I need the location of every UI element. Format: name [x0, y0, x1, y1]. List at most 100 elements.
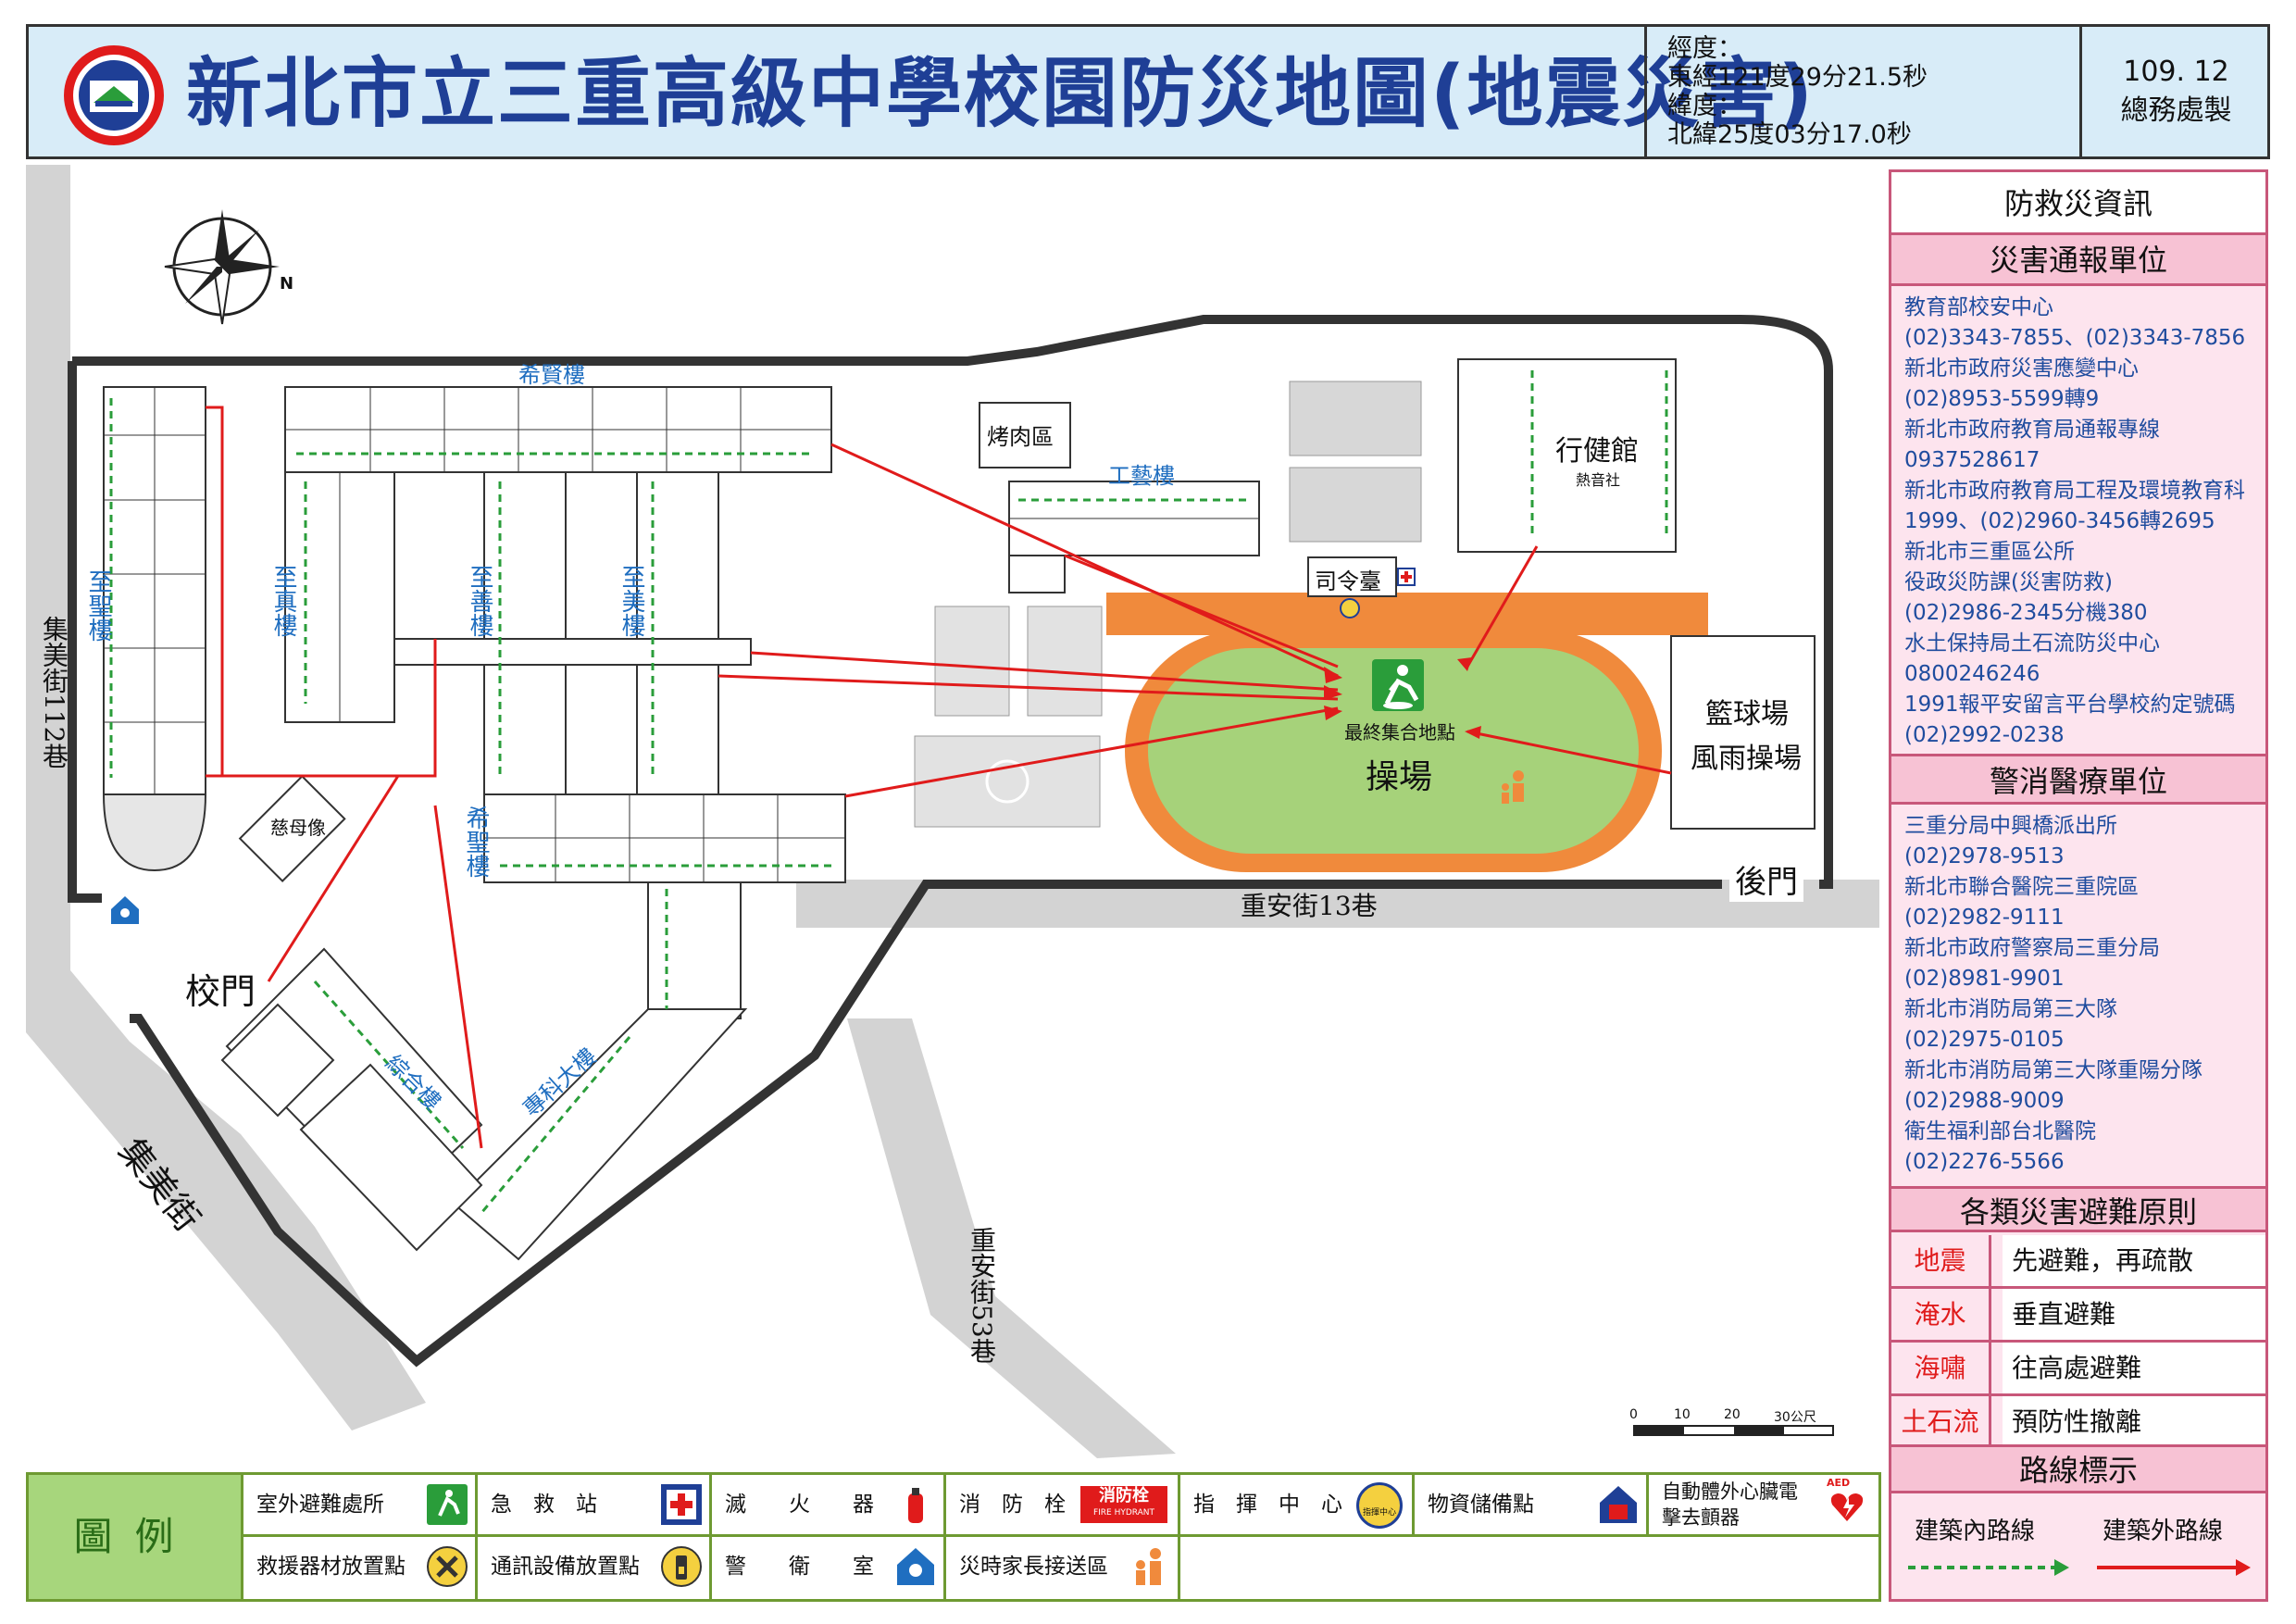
legend-label: 自動體外心臟電擊去顫器: [1662, 1480, 1798, 1529]
legend-communication: 通訊設備放置點: [478, 1537, 712, 1599]
rule-row-tsunami: 海嘯 往高處避難: [1891, 1343, 2265, 1396]
supply-storage-icon: [1600, 1486, 1637, 1523]
contact-line: 新北市消防局第三大隊: [1904, 997, 2117, 1021]
contact-line: 教育部校安中心: [1904, 295, 2053, 319]
hydrant-text-en: FIRE HYDRANT: [1092, 1508, 1155, 1518]
parent-pickup-icon: [1136, 1548, 1161, 1585]
contact-line: 三重分局中興橋派出所: [1904, 814, 2117, 838]
corridor: [393, 638, 752, 666]
rain-court-label: 風雨操場: [1691, 743, 1802, 775]
block-900: [483, 664, 567, 795]
longitude-label: 經度：: [1667, 34, 1742, 63]
route-arrowheads: [1324, 657, 1481, 739]
author-label: 總務處製: [2120, 94, 2232, 127]
route-samples: [1908, 1559, 2251, 1576]
first-aid-icon: [1397, 568, 1416, 586]
info-panel: 防救災資訊 災害通報單位 教育部校安中心 (02)3343-7855、(02)3…: [1889, 169, 2268, 1470]
building-label-zhimei: 至美樓: [618, 565, 645, 637]
bbq-label: 烤肉區: [987, 424, 1054, 450]
contact-line: 新北市政府教育局通報專線: [1904, 418, 2160, 442]
rule-row-flood: 淹水 垂直避難: [1891, 1289, 2265, 1343]
legend-label: 通訊設備放置點: [491, 1555, 640, 1579]
compass-icon: [164, 209, 280, 325]
building-label-zhisheng: 至聖樓: [84, 569, 112, 642]
rescue-tools-icon: [427, 1546, 468, 1587]
legend-first-aid: 急 救 站: [478, 1475, 712, 1537]
contact-line: 新北市三重區公所: [1904, 540, 2075, 564]
legend-label: 室外避難處所: [256, 1493, 384, 1517]
rule-value: 垂直避難: [2003, 1289, 2265, 1340]
contact-line: 1991報平安留言平台學校約定號碼: [1904, 693, 2236, 717]
guard-house-icon: [897, 1548, 934, 1585]
building-label-zhishan: 至善樓: [466, 565, 493, 637]
north-label: N: [280, 274, 294, 294]
running-track: [1106, 593, 1708, 872]
page-title: 新北市立三重高級中學校園防災地圖(地震災害): [186, 50, 1815, 138]
building-label-zhizhen: 至真樓: [269, 565, 297, 637]
aed-icon: [1830, 1493, 1864, 1521]
legend-label: 災時家長接送區: [959, 1555, 1108, 1579]
contact-line: (02)2978-9513: [1904, 844, 2065, 868]
building-label-gongyi: 工藝樓: [1108, 463, 1175, 489]
contact-line: 1999、(02)2960-3456轉2695: [1904, 509, 2215, 533]
radio-icon: [661, 1546, 702, 1587]
contact-line: 新北市聯合醫院三重院區: [1904, 875, 2139, 899]
outdoor-routes: [206, 406, 1672, 1149]
contact-line: (02)2992-0238: [1904, 723, 2065, 747]
rule-value: 預防性撤離: [2003, 1396, 2265, 1447]
basketball-label: 籃球場: [1705, 698, 1789, 731]
latitude-value: 北緯25度03分17.0秒: [1667, 120, 1912, 149]
contact-line: (02)2986-2345分機380: [1904, 601, 2148, 625]
contact-line: 新北市政府警察局三重分局: [1904, 936, 2160, 960]
family-pickup-icon: [1502, 770, 1524, 804]
contact-line: (02)8981-9901: [1904, 967, 2065, 991]
rule-value: 先避難，再疏散: [2003, 1235, 2265, 1286]
rule-row-earthquake: 地震 先避難，再疏散: [1891, 1235, 2265, 1289]
legend-label: 指 揮 中 心: [1193, 1493, 1342, 1517]
contact-line: (02)2276-5566: [1904, 1150, 2065, 1174]
school-logo: [64, 45, 164, 145]
contact-line: 水土保持局土石流防災中心: [1904, 631, 2160, 656]
legend-label: 滅 火 器: [725, 1493, 874, 1517]
building-zhuanke: [452, 1008, 748, 1261]
scale-bar: [1633, 1425, 1834, 1436]
legend-empty: [1180, 1537, 1878, 1599]
scale-tick-10: 10: [1674, 1407, 1691, 1422]
rule-key: 地震: [1891, 1235, 1991, 1286]
building-zhimei: [636, 471, 719, 640]
road-jimei: [26, 970, 426, 1430]
tennis-courts: [914, 381, 1422, 828]
command-center-icon: 指揮中心: [1356, 1482, 1403, 1529]
command-center-icon: [1340, 598, 1360, 618]
longitude-value: 東經121度29分21.5秒: [1667, 63, 1928, 92]
section-emergency-units: 警消醫療單位: [1891, 754, 2265, 805]
legend-label: 救援器材放置點: [256, 1555, 406, 1579]
assembly-label: 最終集合地點: [1344, 721, 1455, 743]
back-gate-label: 後門: [1729, 856, 1803, 902]
contact-line: 0937528617: [1904, 448, 2040, 472]
legend-command-center: 指 揮 中 心 指揮中心: [1180, 1475, 1415, 1537]
campus-wall-south: [130, 880, 1722, 1368]
command-stage: [1307, 556, 1397, 597]
hydrant-icon: 消防栓 FIRE HYDRANT: [1080, 1486, 1167, 1523]
legend-extinguisher: 滅 火 器: [712, 1475, 946, 1537]
section-route-legend: 路線標示: [1891, 1447, 2265, 1493]
contact-line: 新北市消防局第三大隊重陽分隊: [1904, 1058, 2202, 1082]
credit-box: 109. 12 總務處製: [2079, 27, 2270, 156]
route-legend: 路線標示 建築內路線 建築外路線: [1889, 1444, 2268, 1602]
header: 新北市立三重高級中學校園防災地圖(地震災害) 經度： 東經121度29分21.5…: [26, 24, 2270, 159]
legend-label: 物資儲備點: [1428, 1493, 1534, 1517]
gym-label: 行健館: [1555, 435, 1639, 468]
contact-line: 衛生福利部台北醫院: [1904, 1119, 2096, 1143]
panel-title: 防救災資訊: [1891, 172, 2265, 235]
legend-label: 急 救 站: [491, 1493, 597, 1517]
legend-parent-pickup: 災時家長接送區: [946, 1537, 1180, 1599]
legend-outdoor-shelter: 室外避難處所: [243, 1475, 478, 1537]
hydrant-text: 消防栓: [1099, 1486, 1149, 1505]
contact-line: 新北市政府災害應變中心: [1904, 356, 2139, 381]
rule-key: 淹水: [1891, 1289, 1991, 1340]
report-contacts: 教育部校安中心 (02)3343-7855、(02)3343-7856 新北市政…: [1904, 293, 2265, 751]
latitude-label: 緯度：: [1667, 92, 1742, 120]
floor-plan-lines: [104, 387, 1259, 882]
building-label-xixian: 希賢樓: [518, 362, 585, 388]
